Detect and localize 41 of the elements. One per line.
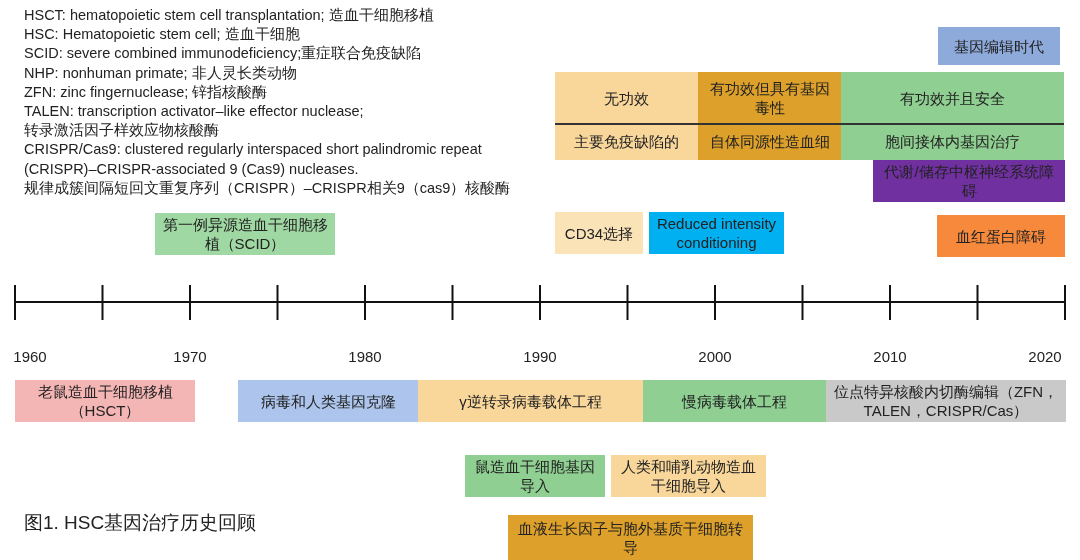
abbreviation-note: 规律成簇间隔短回文重复序列（CRISPR）–CRISPR相关9（cas9）核酸酶 — [24, 178, 511, 197]
therapy-label: 主要免疫缺陷的 — [573, 131, 680, 152]
abbreviation-note: NHP: nonhuman primate; 非人灵长类动物 — [24, 63, 297, 82]
abbreviation-note: (CRISPR)–CRISPR-associated 9 (Cas9) nucleases. — [24, 159, 359, 178]
abbreviation-note: HSC: Hematopoietic stem cell; 造血干细胞 — [24, 25, 300, 44]
disease-box: 代谢/储存中枢神经系统障碍 — [873, 160, 1065, 202]
event-box: 血液生长因子与胞外基质干细胞转导 — [508, 515, 753, 560]
year-label: 2020 — [1027, 348, 1063, 365]
therapy-label: 胞间接体内基因治疗 — [884, 131, 1021, 152]
abbreviation-note: ZFN: zinc fingernuclease; 锌指核酸酶 — [24, 82, 268, 101]
event-box: Reduced intensity conditioning — [649, 212, 784, 254]
event-box: 鼠造血干细胞基因导入 — [465, 455, 605, 497]
year-label: 1960 — [12, 348, 48, 365]
era-box: 慢病毒载体工程 — [643, 380, 826, 422]
abbreviation-note: SCID: severe combined immunodeficiency;重症联合免疫缺陷 — [24, 44, 422, 63]
era-box: γ逆转录病毒载体工程 — [418, 380, 643, 422]
era-box: 老鼠造血干细胞移植（HSCT） — [15, 380, 195, 422]
era-box: 病毒和人类基因克隆 — [238, 380, 418, 422]
status-band — [555, 72, 698, 160]
abbreviation-note: CRISPR/Cas9: clustered regularly interspaced short palindromic repeat — [24, 140, 482, 159]
abbreviation-note: TALEN: transcription activator–like effector nuclease; — [24, 102, 364, 120]
status-label: 无功效 — [603, 88, 650, 109]
year-label: 2000 — [697, 348, 733, 365]
status-band — [841, 72, 1064, 160]
event-box: 人类和哺乳动物造血干细胞导入 — [611, 455, 766, 497]
year-label: 1980 — [347, 348, 383, 365]
status-label: 有功效并且安全 — [899, 88, 1006, 109]
status-label: 有功效但具有基因毒性 — [708, 79, 831, 118]
era-box: 基因编辑时代 — [938, 27, 1060, 65]
abbreviation-note: 转录激活因子样效应物核酸酶 — [24, 121, 219, 140]
year-label: 1970 — [172, 348, 208, 365]
therapy-label: 自体同源性造血细 — [708, 131, 831, 152]
event-box: 第一例异源造血干细胞移植（SCID） — [155, 213, 335, 255]
era-box: 位点特异核酸内切酶编辑（ZFN，TALEN，CRISPR/Cas） — [826, 380, 1066, 422]
figure-caption: 图1. HSC基因治疗历史回顾 — [24, 511, 257, 535]
year-label: 2010 — [872, 348, 908, 365]
year-label: 1990 — [522, 348, 558, 365]
disease-box: 血红蛋白障碍 — [937, 215, 1065, 257]
abbreviation-note: HSCT: hematopoietic stem cell transplantation; 造血干细胞移植 — [24, 6, 434, 24]
event-box: CD34选择 — [555, 212, 643, 254]
status-band — [698, 72, 841, 160]
